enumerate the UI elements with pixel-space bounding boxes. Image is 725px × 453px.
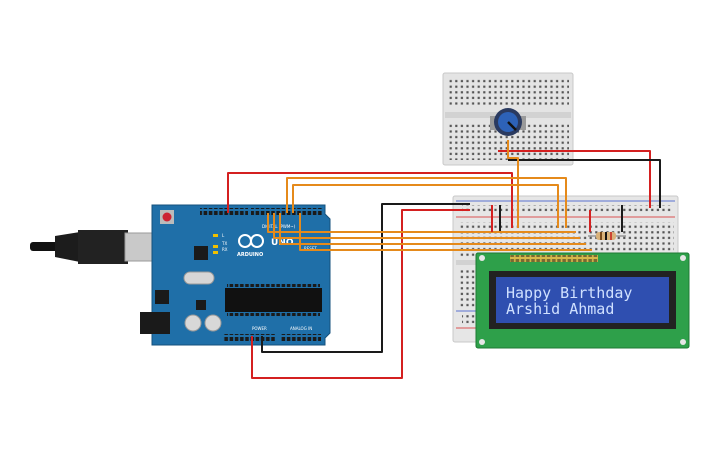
digital-header-label: DIGITAL (PWM~) — [262, 224, 296, 229]
wires — [227, 140, 661, 379]
wire-orange-5 — [279, 213, 586, 245]
reset-pin-label: RESET — [304, 246, 317, 251]
wire-orange-3 — [267, 213, 576, 233]
tx-led-label: TX — [221, 241, 227, 246]
wire-orange-1 — [286, 177, 567, 228]
l-led-label: L — [222, 233, 225, 238]
wire-red-top — [227, 172, 513, 228]
wire-orange-4 — [273, 213, 580, 239]
lcd-screen — [496, 277, 669, 323]
wire-orange-2 — [292, 184, 559, 228]
wire-orange-pot — [507, 140, 519, 228]
wire-black-bottom — [261, 203, 470, 353]
resistor[interactable] — [588, 232, 626, 240]
analog-header-label: ANALOG IN — [290, 326, 312, 331]
reset-button[interactable] — [160, 210, 174, 224]
power-header-label: POWER — [252, 326, 267, 331]
lcd-16x2-module: Happy Birthday Arshid Ahmad — [475, 252, 690, 349]
wire-orange-6 — [299, 213, 592, 251]
arduino-uno-board[interactable]: UNO ARDUINO DIGITAL (PWM~) POWER ANALOG … — [30, 204, 331, 346]
arduino-logo — [238, 234, 264, 248]
wire-black-pot — [508, 159, 661, 208]
lcd-line-1: Happy Birthday — [506, 284, 632, 302]
potentiometer[interactable] — [490, 108, 526, 136]
wire-red-bottom — [251, 209, 470, 379]
lcd-line-2: Arshid Ahmad — [506, 300, 614, 318]
rx-led-label: RX — [222, 247, 228, 252]
board-brand-label: ARDUINO — [237, 252, 263, 258]
wire-red-pot — [498, 150, 651, 208]
usb-cable — [30, 230, 162, 264]
